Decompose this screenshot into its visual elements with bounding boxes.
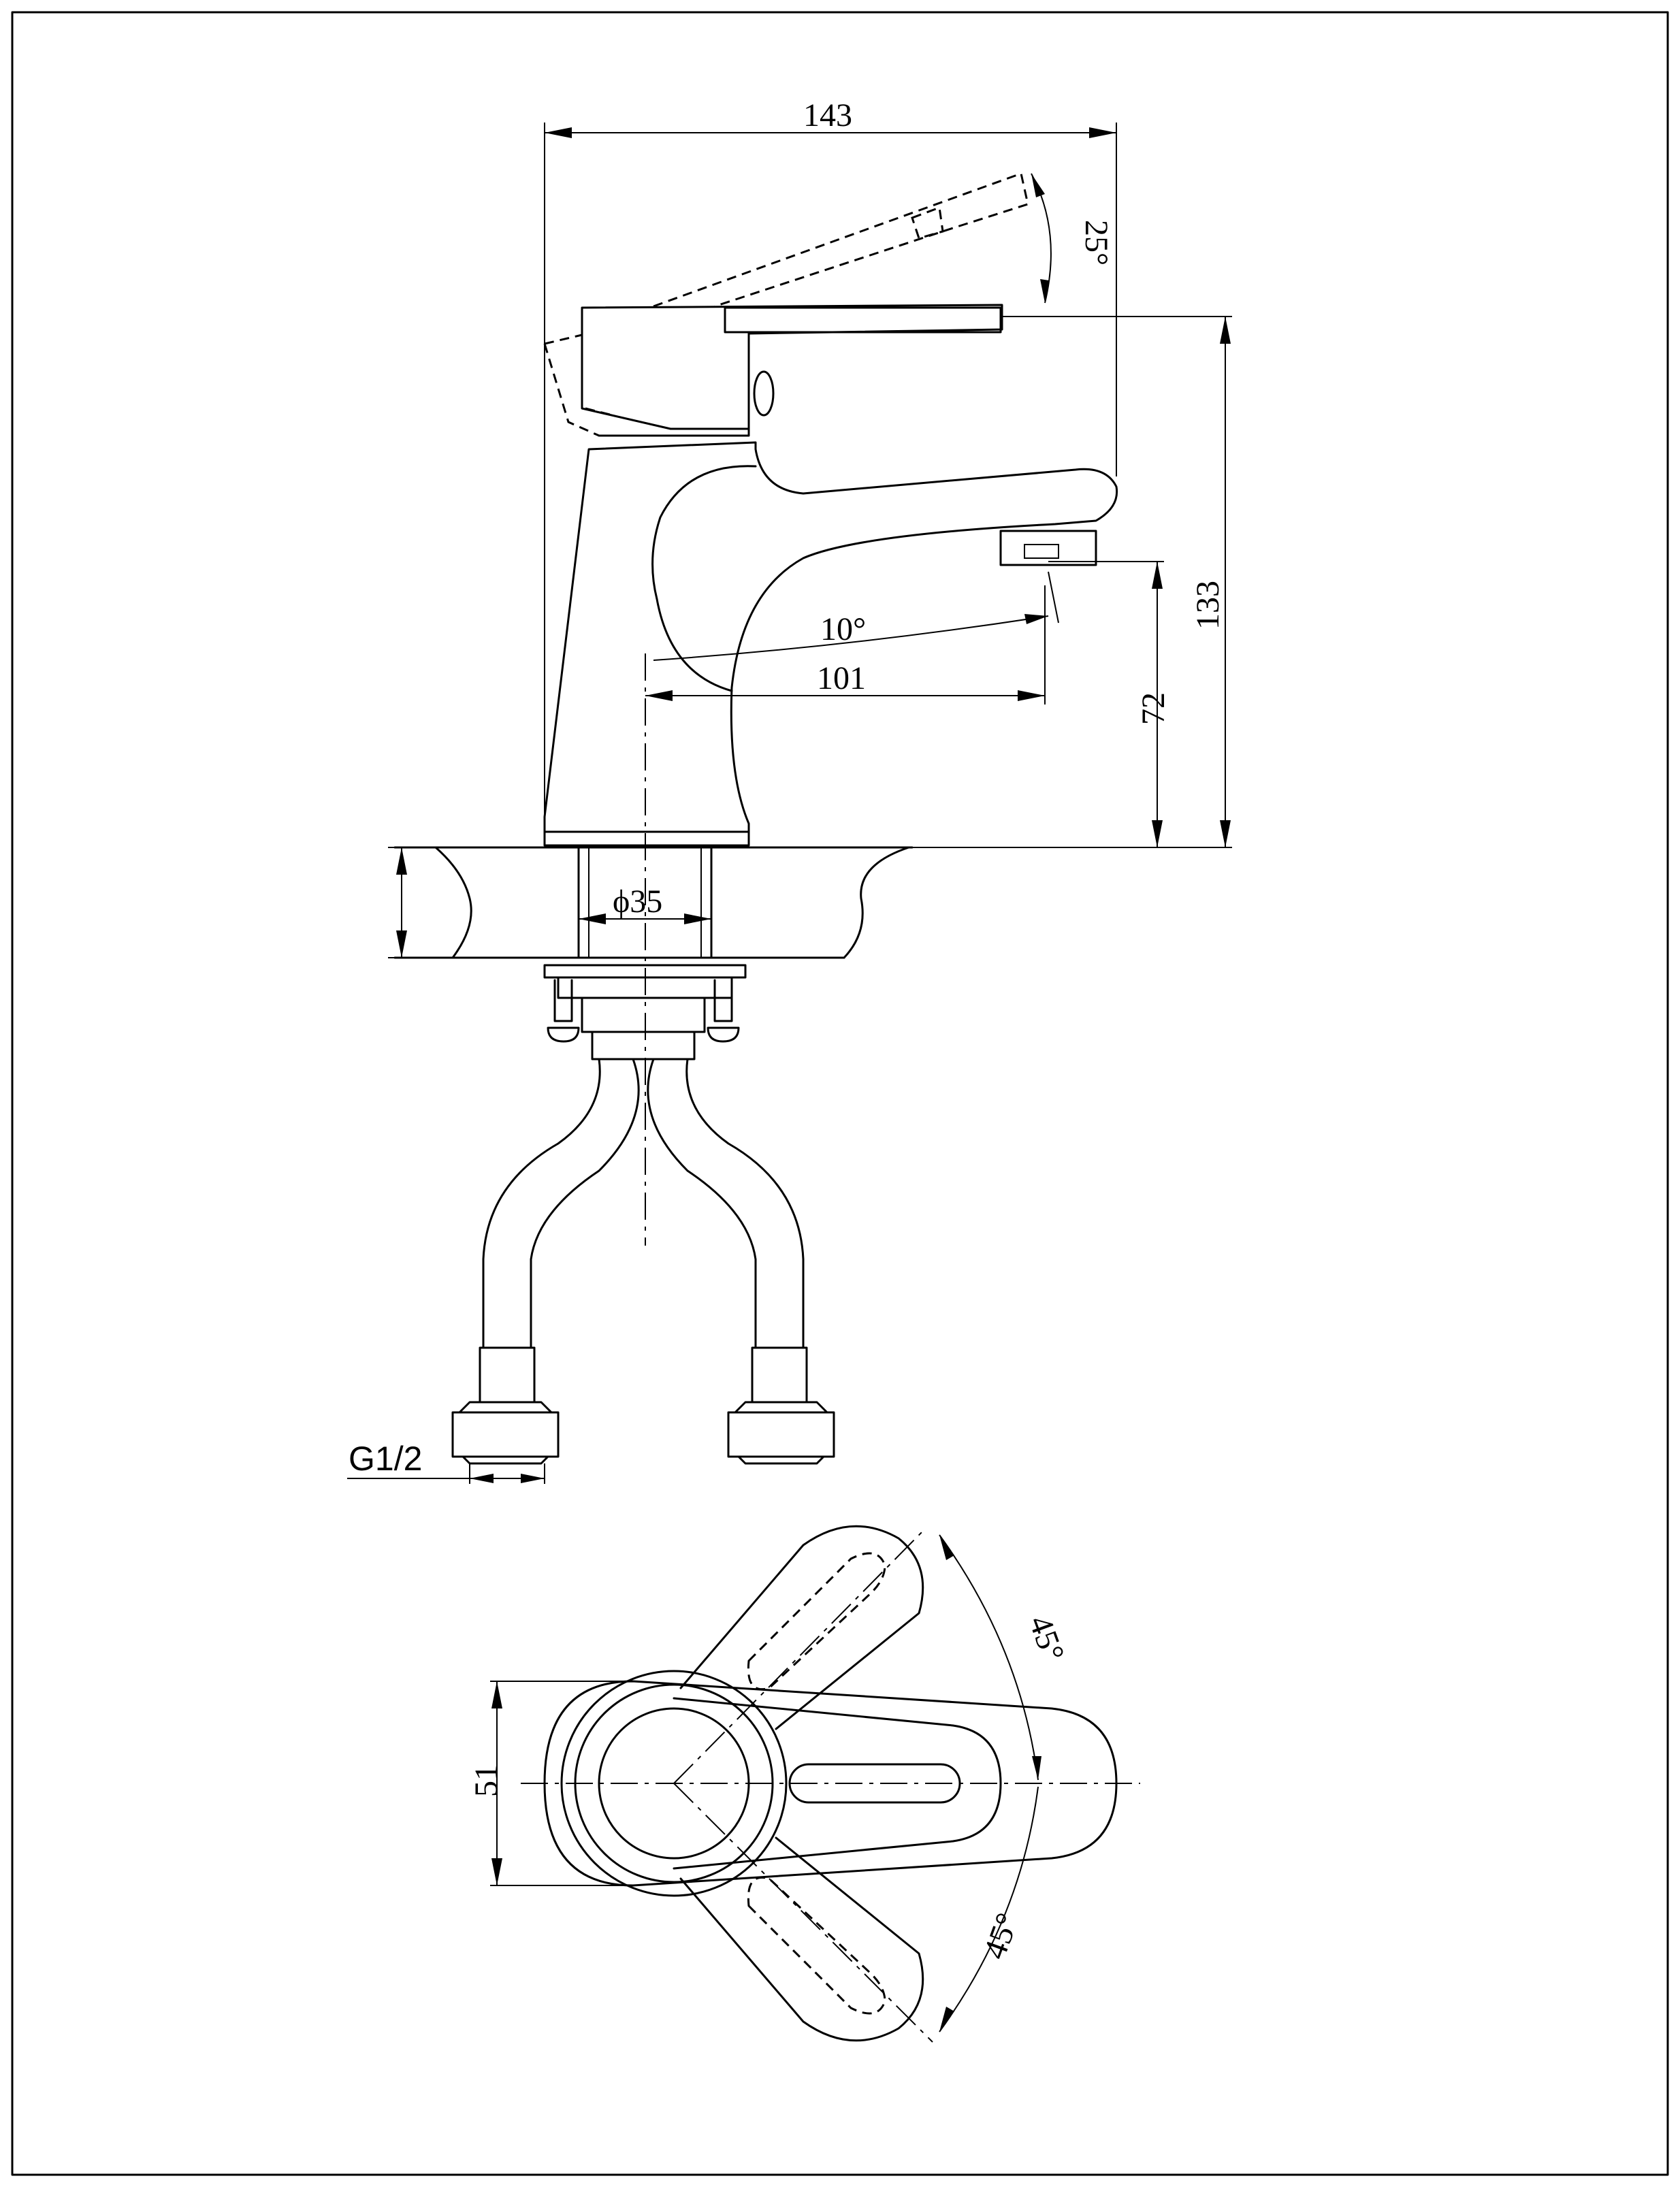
dim-overall-length: 143	[803, 97, 852, 133]
lever-slot	[788, 1763, 961, 1804]
dim-lever-angle: 25°	[1078, 220, 1114, 265]
lever-rotated-right	[679, 1836, 924, 2042]
hose-nut-right	[727, 1401, 835, 1465]
handle-body	[581, 304, 1003, 430]
bolt-right	[707, 979, 740, 1043]
top-view: 45° 45° 51	[468, 1525, 1140, 2043]
drawing-frame	[11, 11, 1669, 2176]
dim-spout-reach: 101	[817, 660, 866, 696]
dim-rotation-lower: 45°	[976, 1909, 1026, 1964]
dim-spout-angle: 10°	[820, 611, 866, 647]
countertop-right	[710, 846, 910, 959]
handle-ring	[574, 1683, 774, 1883]
aerator	[999, 530, 1097, 566]
hose-right	[647, 1058, 805, 1349]
hose-left	[482, 1058, 640, 1349]
side-view	[393, 172, 1118, 1465]
mounting-nut	[581, 997, 706, 1033]
lever-raised-outline	[653, 172, 1029, 308]
bolt-left	[547, 979, 580, 1043]
dim-base-diameter: ϕ35	[613, 884, 662, 920]
lever-plate-top	[673, 1697, 1002, 1870]
dim-rotation-upper: 45°	[1022, 1611, 1071, 1666]
dim-thread: G1/2	[349, 1440, 422, 1478]
handle-stem	[598, 332, 750, 437]
dim-spout-height: 72	[1135, 692, 1172, 725]
handle-outer-ring	[560, 1670, 788, 1897]
dim-base-width: 51	[468, 1764, 504, 1797]
handle-inner	[598, 1707, 750, 1860]
handle-knob	[753, 370, 775, 417]
hose-nut-left	[451, 1401, 560, 1465]
spout-inner-curve	[651, 465, 757, 692]
faucet-body	[543, 441, 1118, 847]
dimension-lines: 143 25° 133 72 10° 101 ϕ35	[347, 97, 1232, 1484]
dim-overall-height: 133	[1190, 581, 1226, 630]
lever-rotated-left	[679, 1525, 924, 1730]
countertop-left	[434, 846, 580, 959]
handle-tilted-outline	[543, 334, 613, 437]
lever-plate	[724, 306, 1002, 334]
lever-raised-tip	[911, 206, 944, 240]
aerator-insert	[1024, 544, 1059, 559]
